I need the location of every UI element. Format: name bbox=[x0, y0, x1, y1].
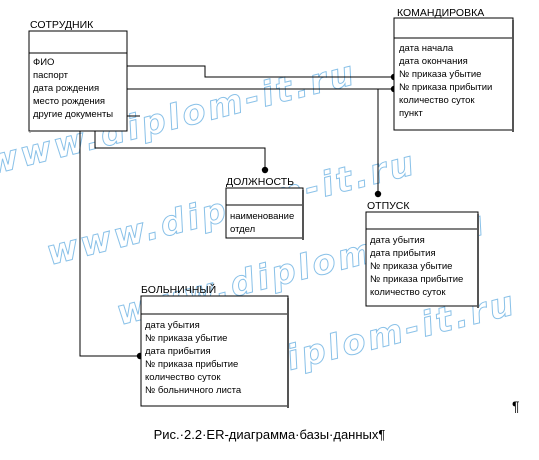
pilcrow-mark: ¶ bbox=[512, 398, 520, 414]
figure-caption: Рис.·2.2·ER-диаграмма·базы·данных¶ bbox=[153, 427, 386, 442]
relationships bbox=[79, 65, 392, 357]
entity-komandirovka: КОМАНДИРОВКА дата начала дата окончания … bbox=[393, 7, 514, 132]
entity-attribute: № приказа убытие bbox=[370, 261, 452, 272]
entity-attribute: дата прибытия bbox=[370, 248, 436, 259]
rel-sotrudnik-bolnichny bbox=[79, 131, 138, 357]
entity-otpusk: ОТПУСК дата убытия дата прибытия № прика… bbox=[365, 200, 479, 308]
entity-attribute: дата начала bbox=[399, 43, 454, 54]
entity-attribute: дата окончания bbox=[399, 56, 468, 67]
entity-attribute: № больничного листа bbox=[145, 385, 242, 396]
entity-attribute: дата убытия bbox=[145, 320, 200, 331]
entity-title: КОМАНДИРОВКА bbox=[397, 7, 484, 19]
rel-dot bbox=[374, 190, 382, 198]
entity-attribute: количество суток bbox=[399, 95, 475, 106]
entity-attribute: № приказа убытие bbox=[399, 69, 481, 80]
entity-sotrudnik: СОТРУДНИК ФИО паспорт дата рождения мест… bbox=[28, 19, 128, 133]
rel-sotrudnik-dolzhnost bbox=[94, 131, 266, 168]
entity-attribute: дата рождения bbox=[33, 83, 99, 94]
rel-sotrudnik-otpusk bbox=[127, 88, 379, 192]
entity-title: БОЛЬНИЧНЫЙ bbox=[141, 283, 216, 296]
entity-dolzhnost: ДОЛЖНОСТЬ наименование отдел bbox=[225, 176, 304, 240]
entity-attribute: № приказа прибытии bbox=[399, 82, 492, 93]
entity-attribute: № приказа убытие bbox=[145, 333, 227, 344]
entity-attribute: место рождения bbox=[33, 96, 105, 107]
entity-title: ДОЛЖНОСТЬ bbox=[226, 176, 294, 188]
entity-attribute: паспорт bbox=[33, 70, 69, 81]
entity-attribute: другие документы bbox=[33, 109, 113, 120]
rel-dot bbox=[261, 166, 269, 174]
entity-attribute: № приказа прибытие bbox=[145, 359, 238, 370]
entity-attribute: дата убытия bbox=[370, 235, 425, 246]
entity-attribute: наименование bbox=[230, 211, 294, 222]
entity-attribute: количество суток bbox=[370, 287, 446, 298]
entity-title: СОТРУДНИК bbox=[30, 19, 94, 31]
entity-attribute: ФИО bbox=[33, 57, 54, 68]
entity-attribute: дата прибытия bbox=[145, 346, 211, 357]
entity-bolnichny: БОЛЬНИЧНЫЙ дата убытия № приказа убытие … bbox=[140, 283, 289, 408]
entity-attribute: количество суток bbox=[145, 372, 221, 383]
entity-attribute: пункт bbox=[399, 108, 423, 119]
entity-attribute: № приказа прибытие bbox=[370, 274, 463, 285]
entity-title: ОТПУСК bbox=[367, 200, 410, 212]
entity-attribute: отдел bbox=[230, 224, 255, 235]
rel-sotrudnik-komandirovka bbox=[127, 65, 392, 78]
